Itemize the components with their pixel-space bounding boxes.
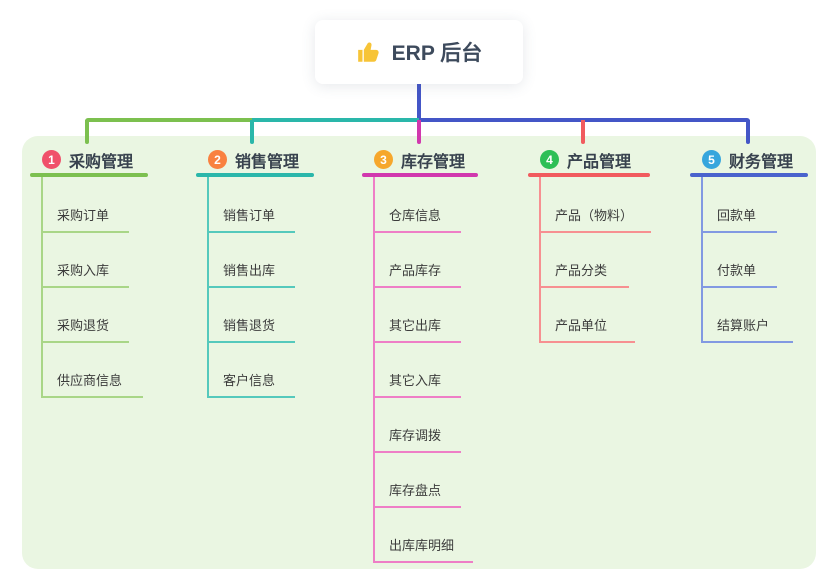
branch-label-text: 财务管理	[729, 153, 794, 171]
bus-line-teal	[252, 118, 419, 122]
node-sales-return[interactable]: 销售退货	[207, 311, 295, 343]
node-stock-check[interactable]: 库存盘点	[373, 476, 461, 508]
branch-underline	[196, 173, 314, 177]
branch-drop-line-5	[746, 120, 750, 144]
branch-node-finance[interactable]: 5 财务管理	[702, 148, 793, 171]
branch-label-text: 采购管理	[69, 153, 134, 171]
node-product-unit[interactable]: 产品单位	[539, 311, 635, 343]
branch-drop-line-2	[250, 120, 254, 144]
branch-node-sales[interactable]: 2 销售管理	[208, 148, 299, 171]
branch-node-product[interactable]: 4 产品管理	[540, 148, 631, 171]
node-sales-outbound[interactable]: 销售出库	[207, 256, 295, 288]
branch-drop-line-3	[417, 120, 421, 144]
badge-3: 3	[374, 150, 393, 169]
branch-underline	[362, 173, 478, 177]
node-warehouse-info[interactable]: 仓库信息	[373, 201, 461, 233]
badge-1: 1	[42, 150, 61, 169]
node-stock-transfer[interactable]: 库存调拨	[373, 421, 461, 453]
thumbs-up-icon	[357, 42, 379, 62]
node-purchase-inbound[interactable]: 采购入库	[41, 256, 129, 288]
node-supplier-info[interactable]: 供应商信息	[41, 366, 143, 398]
root-connector-line	[417, 84, 421, 120]
branch-drop-line-4	[581, 120, 585, 144]
branch-underline	[528, 173, 650, 177]
branch-label-text: 库存管理	[401, 153, 466, 171]
root-node[interactable]: ERP 后台	[315, 20, 523, 84]
node-other-outbound[interactable]: 其它出库	[373, 311, 461, 343]
node-purchase-return[interactable]: 采购退货	[41, 311, 129, 343]
node-receipt-order[interactable]: 回款单	[701, 201, 777, 233]
branch-underline	[690, 173, 808, 177]
branches-panel	[22, 136, 816, 569]
node-settlement-account[interactable]: 结算账户	[701, 311, 793, 343]
branch-drop-line-1	[85, 120, 89, 144]
node-sales-order[interactable]: 销售订单	[207, 201, 295, 233]
branch-underline	[30, 173, 148, 177]
branch-label-text: 销售管理	[235, 153, 300, 171]
children-connector-line	[373, 177, 375, 563]
children-connector-line	[701, 177, 703, 343]
node-product-material[interactable]: 产品（物料）	[539, 201, 651, 233]
children-connector-line	[539, 177, 541, 343]
node-product-stock[interactable]: 产品库存	[373, 256, 461, 288]
node-payment-order[interactable]: 付款单	[701, 256, 777, 288]
branch-node-inventory[interactable]: 3 库存管理	[374, 148, 465, 171]
node-purchase-order[interactable]: 采购订单	[41, 201, 129, 233]
badge-4: 4	[540, 150, 559, 169]
node-customer-info[interactable]: 客户信息	[207, 366, 295, 398]
root-title: ERP 后台	[391, 42, 483, 65]
badge-5: 5	[702, 150, 721, 169]
branch-label-text: 产品管理	[567, 153, 632, 171]
node-outbound-detail[interactable]: 出库库明细	[373, 531, 473, 563]
node-product-category[interactable]: 产品分类	[539, 256, 629, 288]
bus-line-green	[85, 118, 252, 122]
branch-node-purchase[interactable]: 1 采购管理	[42, 148, 133, 171]
node-other-inbound[interactable]: 其它入库	[373, 366, 461, 398]
badge-2: 2	[208, 150, 227, 169]
